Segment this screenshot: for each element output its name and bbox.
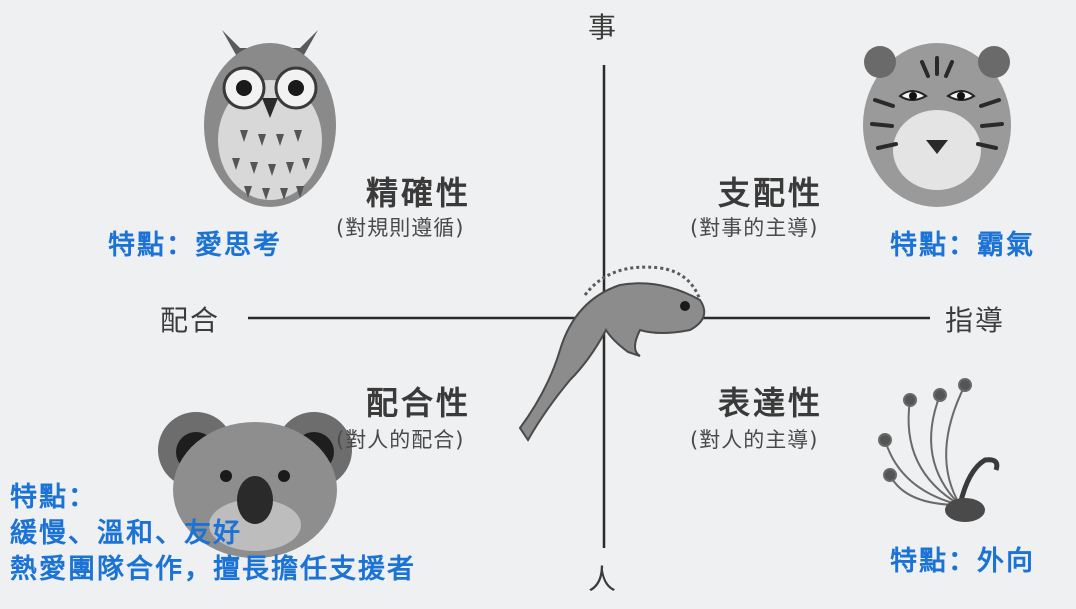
tiger-icon: [863, 43, 1011, 207]
koala-icon: [158, 412, 352, 558]
trait-bottom-left: 特點： 緩慢、溫和、友好 熱愛團隊合作，擅長擔任支援者: [10, 480, 416, 588]
quadrant-title-top-left: 精確性: [366, 174, 472, 212]
chameleon-icon: [518, 265, 706, 442]
trait-top-left: 特點：愛思考: [108, 230, 282, 261]
trait-bottom-left-line-2: 緩慢、溫和、友好: [10, 518, 242, 549]
quadrant-subtitle-top-left: (對規則遵循): [336, 216, 465, 240]
axis-label-left: 配合: [160, 304, 221, 337]
trait-bottom-right: 特點：外向: [890, 546, 1035, 577]
axis-label-top: 事: [588, 11, 619, 44]
quadrant-subtitle-bottom-left: (對人的配合): [336, 428, 465, 452]
quadrant-subtitle-bottom-right: (對人的主導): [690, 428, 819, 452]
axis-label-bottom: 人: [588, 563, 619, 596]
quadrant-title-top-right: 支配性: [718, 174, 824, 212]
axis-label-right: 指導: [945, 304, 1006, 337]
peacock-icon: [878, 378, 1000, 522]
trait-bottom-left-line-3: 熱愛團隊合作，擅長擔任支援者: [10, 554, 416, 585]
quadrant-subtitle-top-right: (對事的主導): [690, 216, 819, 240]
quadrant-title-bottom-left: 配合性: [366, 384, 472, 422]
trait-bottom-left-line-1: 特點：: [10, 482, 97, 513]
trait-top-right: 特點：霸氣: [890, 230, 1035, 261]
quadrant-title-bottom-right: 表達性: [718, 384, 824, 422]
owl-icon: [204, 30, 336, 207]
